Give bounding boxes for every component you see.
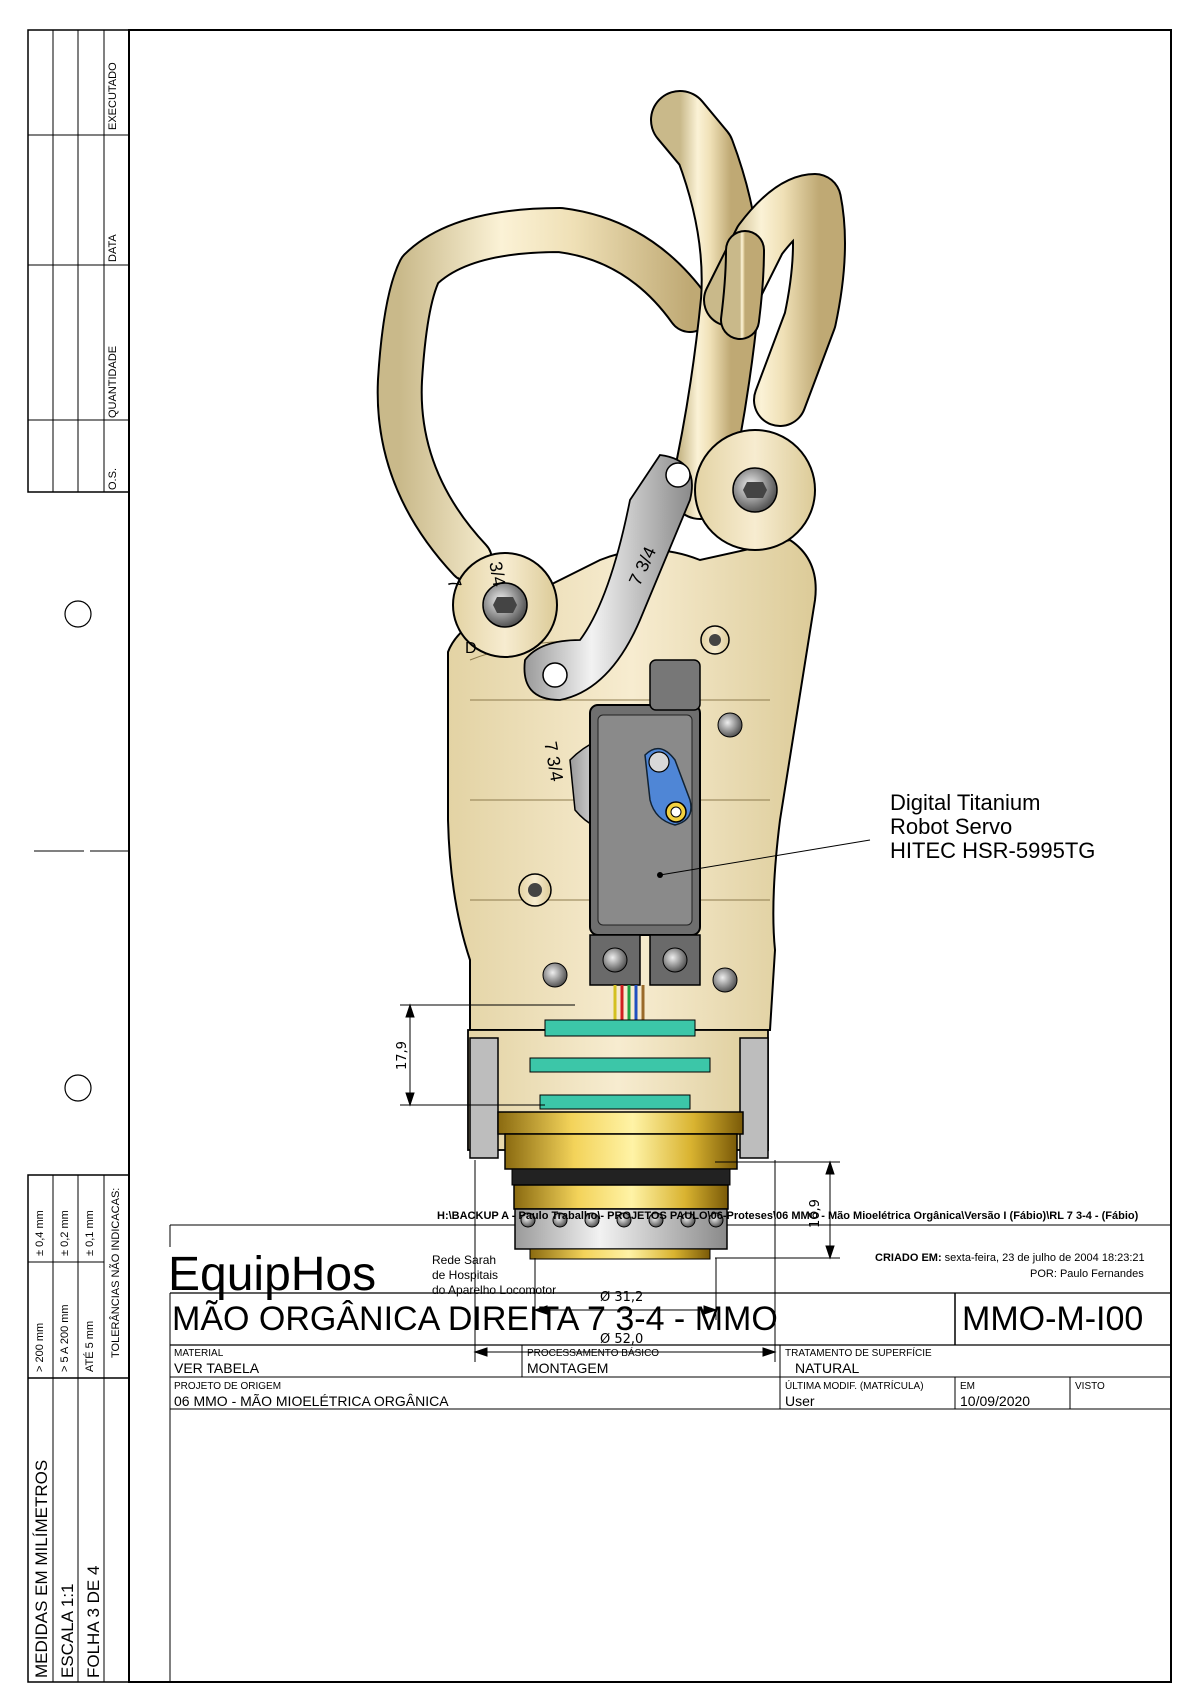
date-label: EM <box>960 1381 975 1392</box>
material-value: VER TABELA <box>174 1360 260 1376</box>
servo-callout-line-1: Digital Titanium <box>890 790 1041 815</box>
date-value: 10/09/2020 <box>960 1393 1031 1409</box>
part-mark-4: D <box>465 640 477 657</box>
lastmod-label: ÚLTIMA MODIF. (MATRÍCULA) <box>785 1381 924 1392</box>
visto-label: VISTO <box>1075 1381 1105 1392</box>
origin-label: PROJETO DE ORIGEM <box>174 1381 282 1392</box>
org-line-2: de Hospitais <box>432 1268 499 1282</box>
origin-value: 06 MMO - MÃO MIOELÉTRICA ORGÂNICA <box>174 1393 449 1409</box>
part-mark-2: 3/4 <box>485 560 510 589</box>
lastmod-value: User <box>785 1393 815 1409</box>
drawing-title: MÃO ORGÂNICA DIREITA 7 3-4 - MMO <box>172 1300 778 1338</box>
surface-value: NATURAL <box>795 1360 860 1376</box>
org-line-1: Rede Sarah <box>432 1253 497 1267</box>
company-logo-text: EquipHos <box>168 1248 377 1301</box>
created-label: CRIADO EM: <box>875 1252 942 1264</box>
servo-callout-line-2: Robot Servo <box>890 814 1013 839</box>
process-label: PROCESSAMENTO BÁSICO <box>527 1348 660 1359</box>
org-line-3: do Aparelho Locomotor <box>432 1283 557 1297</box>
surface-label: TRATAMENTO DE SUPERFÍCIE <box>785 1348 932 1359</box>
servo-callout-line-3: HITEC HSR-5995TG <box>890 838 1096 863</box>
process-value: MONTAGEM <box>527 1360 609 1376</box>
file-path: H:\BACKUP A - Paulo Trabalho\- PROJETOS … <box>437 1210 1139 1222</box>
created-value: sexta-feira, 23 de julho de 2004 18:23:2… <box>944 1252 1145 1264</box>
drawing-code: MMO-M-I00 <box>962 1300 1144 1338</box>
dim-17-9: 17,9 <box>395 1041 410 1070</box>
created-info: CRIADO EM: sexta-feira, 23 de julho de 2… <box>875 1252 1145 1264</box>
author: POR: Paulo Fernandes <box>1030 1268 1144 1280</box>
dim-diameter-31-2: Ø 31,2 <box>600 1290 644 1305</box>
dim-diameter-52-0: Ø 52,0 <box>600 1332 644 1347</box>
material-label: MATERIAL <box>174 1348 224 1359</box>
